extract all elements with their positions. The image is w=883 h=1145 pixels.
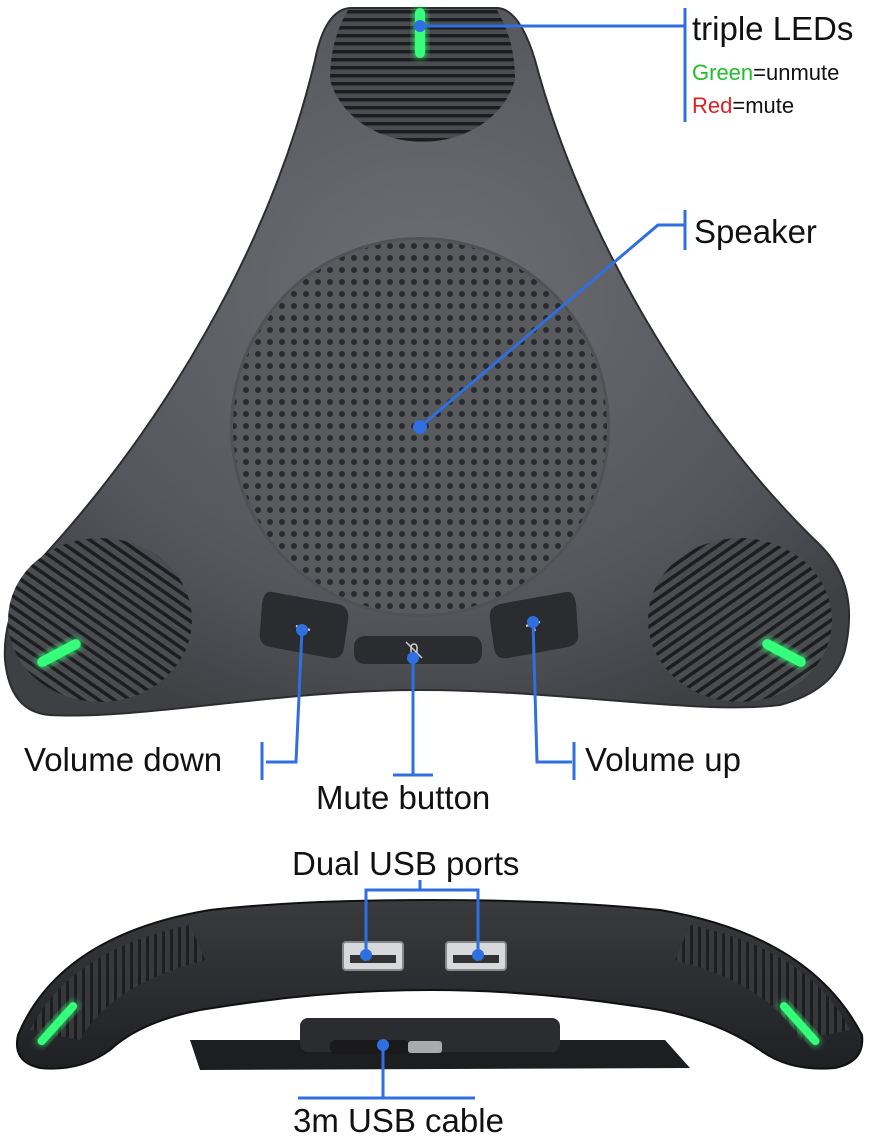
side-left-led [37,1002,78,1046]
callout-volume-down [266,629,304,764]
label-green-word: Green [692,60,754,85]
callout-speaker [419,223,685,429]
label-mute-button: Mute button [316,779,491,816]
left-led [37,639,81,667]
callout-lines [260,8,687,1100]
speakerphone-side-view [16,898,864,1070]
left-mic-grille [8,538,192,702]
usb-port-left[interactable] [342,941,404,971]
label-speaker: Speaker [694,213,817,250]
mute-button[interactable] [354,636,482,664]
label-led-green-line: Green=unmute [692,62,839,84]
right-mic-grille [648,538,832,702]
usb-cable [330,1040,442,1054]
top-led [415,8,425,58]
right-led [762,639,806,667]
label-red-meaning: =mute [732,93,795,118]
callout-volume-up [531,621,572,764]
label-volume-down: Volume down [24,741,223,778]
label-triple-leds: triple LEDs [692,10,854,47]
label-green-meaning: =unmute [753,60,840,85]
label-usb-cable: 3m USB cable [293,1102,504,1139]
callout-usb-ports [364,888,480,955]
label-dual-usb-ports: Dual USB ports [292,845,520,882]
label-volume-up: Volume up [585,741,741,778]
callout-dots [296,20,539,1051]
label-red-word: Red [692,93,733,118]
top-mic-grille [330,10,515,142]
label-led-red-line: Red=mute [692,95,794,117]
side-right-led [779,1002,820,1046]
